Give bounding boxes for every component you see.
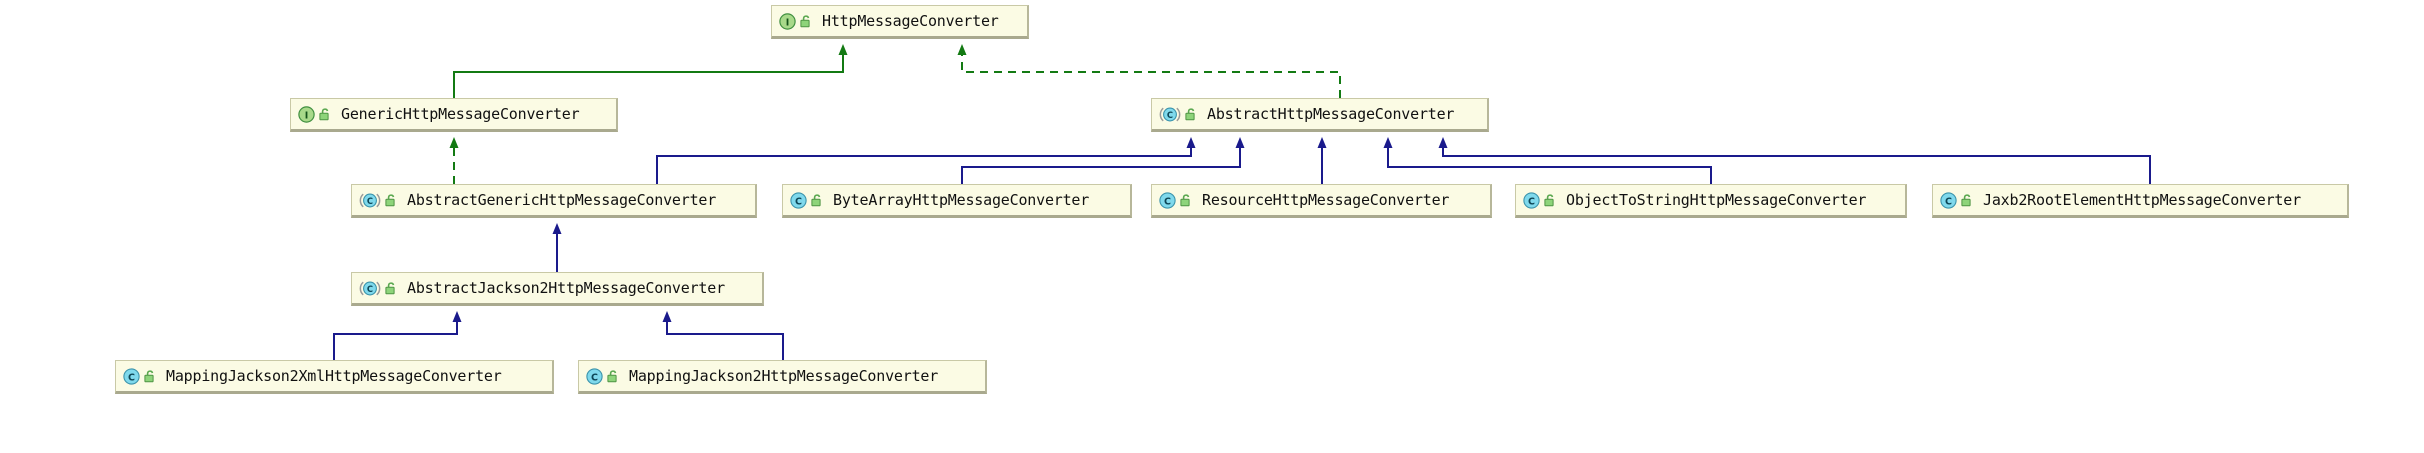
class-node-AbstractGenericHttpMessageConverter[interactable]: C AbstractGenericHttpMessageConverter	[351, 184, 757, 218]
node-icon-group: C	[1159, 106, 1207, 123]
edge-generic-implements-http	[453, 44, 848, 98]
node-icon-group: C	[359, 280, 407, 297]
svg-text:C: C	[367, 283, 373, 293]
unlocked-padlock-icon	[799, 14, 813, 29]
class-icon: C	[1940, 191, 1957, 209]
edge-line	[961, 148, 1241, 184]
edge-mapping-extends-jackson2	[662, 311, 784, 360]
node-icon-group: C	[1940, 191, 1983, 209]
edge-line	[666, 322, 784, 360]
unlocked-padlock-icon	[143, 369, 157, 384]
edge-abstractgeneric-extends-abstract	[656, 137, 1196, 184]
class-icon: C	[123, 367, 140, 385]
node-icon-group: C	[1523, 191, 1566, 209]
class-node-label: ResourceHttpMessageConverter	[1202, 190, 1450, 209]
unlocked-padlock-icon	[1960, 193, 1974, 208]
class-node-label: ObjectToStringHttpMessageConverter	[1566, 190, 1867, 209]
svg-text:C: C	[128, 372, 135, 383]
class-node-label: HttpMessageConverter	[822, 11, 999, 30]
class-icon: C	[1523, 191, 1540, 209]
edge-line	[961, 55, 1341, 98]
class-node-ResourceHttpMessageConverter[interactable]: C ResourceHttpMessageConverter	[1151, 184, 1492, 218]
edge-arrowhead	[1235, 137, 1245, 148]
class-icon: C	[1159, 191, 1176, 209]
svg-text:I: I	[786, 17, 790, 28]
unlocked-padlock-icon	[318, 107, 332, 122]
interface-icon: I	[298, 105, 315, 123]
interface-icon: I	[779, 12, 796, 30]
edge-jackson2-extends-abstractgeneric	[552, 223, 562, 272]
svg-text:C: C	[1945, 196, 1952, 207]
class-node-MappingJackson2HttpMessageConverter[interactable]: C MappingJackson2HttpMessageConverter	[578, 360, 987, 394]
svg-text:C: C	[591, 372, 598, 383]
class-node-label: MappingJackson2HttpMessageConverter	[629, 366, 939, 385]
unlocked-padlock-icon	[1543, 193, 1557, 208]
class-node-label: AbstractGenericHttpMessageConverter	[407, 190, 717, 209]
node-icon-group: C	[123, 367, 166, 385]
edge-arrowhead	[449, 137, 459, 148]
node-icon-group: C	[1159, 191, 1202, 209]
edge-line	[1387, 148, 1712, 184]
svg-text:I: I	[305, 110, 309, 121]
edge-arrowhead	[452, 311, 462, 322]
edge-arrowhead	[1186, 137, 1196, 148]
unlocked-padlock-icon	[810, 193, 824, 208]
edge-resource-extends-abstract	[1317, 137, 1327, 184]
class-node-Jaxb2RootElementHttpMessageConverter[interactable]: C Jaxb2RootElementHttpMessageConverter	[1932, 184, 2349, 218]
class-node-label: GenericHttpMessageConverter	[341, 104, 580, 123]
node-icon-group: C	[790, 191, 833, 209]
edge-arrowhead	[838, 44, 848, 55]
unlocked-padlock-icon	[384, 193, 398, 208]
class-icon: C	[586, 367, 603, 385]
abstract-class-icon: C	[359, 192, 381, 209]
edge-objecttostring-extends-abstract	[1383, 137, 1712, 184]
class-node-label: AbstractJackson2HttpMessageConverter	[407, 278, 725, 297]
abstract-class-icon: C	[1159, 106, 1181, 123]
class-node-HttpMessageConverter[interactable]: I HttpMessageConverter	[771, 5, 1029, 39]
node-icon-group: I	[779, 12, 822, 30]
unlocked-padlock-icon	[1179, 193, 1193, 208]
unlocked-padlock-icon	[1184, 107, 1198, 122]
node-icon-group: C	[359, 192, 407, 209]
edge-arrowhead	[1317, 137, 1327, 148]
svg-text:C: C	[1167, 109, 1173, 119]
unlocked-padlock-icon	[606, 369, 620, 384]
edge-line	[333, 322, 458, 360]
class-node-label: ByteArrayHttpMessageConverter	[833, 190, 1090, 209]
unlocked-padlock-icon	[384, 281, 398, 296]
edge-arrowhead	[662, 311, 672, 322]
edge-line	[453, 55, 844, 98]
edge-arrowhead	[1438, 137, 1448, 148]
svg-text:C: C	[1528, 196, 1535, 207]
edge-arrowhead	[1383, 137, 1393, 148]
class-node-AbstractHttpMessageConverter[interactable]: C AbstractHttpMessageConverter	[1151, 98, 1489, 132]
node-icon-group: C	[586, 367, 629, 385]
svg-text:C: C	[1164, 196, 1171, 207]
class-node-ByteArrayHttpMessageConverter[interactable]: C ByteArrayHttpMessageConverter	[782, 184, 1132, 218]
edge-line	[656, 148, 1192, 184]
edge-abstract-implements-http	[957, 44, 1341, 98]
svg-text:C: C	[795, 196, 802, 207]
class-node-label: AbstractHttpMessageConverter	[1207, 104, 1455, 123]
node-icon-group: I	[298, 105, 341, 123]
class-node-GenericHttpMessageConverter[interactable]: I GenericHttpMessageConverter	[290, 98, 618, 132]
class-node-AbstractJackson2HttpMessageConverter[interactable]: C AbstractJackson2HttpMessageConverter	[351, 272, 764, 306]
class-node-label: MappingJackson2XmlHttpMessageConverter	[166, 366, 502, 385]
edge-bytearray-extends-abstract	[961, 137, 1245, 184]
edge-line	[1442, 148, 2151, 184]
edge-jaxb2-extends-abstract	[1438, 137, 2151, 184]
abstract-class-icon: C	[359, 280, 381, 297]
edge-arrowhead	[957, 44, 967, 55]
class-node-ObjectToStringHttpMessageConverter[interactable]: C ObjectToStringHttpMessageConverter	[1515, 184, 1907, 218]
svg-text:C: C	[367, 195, 373, 205]
class-icon: C	[790, 191, 807, 209]
edge-arrowhead	[552, 223, 562, 234]
edge-mappingxml-extends-jackson2	[333, 311, 462, 360]
class-node-label: Jaxb2RootElementHttpMessageConverter	[1983, 190, 2301, 209]
edge-abstractgeneric-implements-generic	[449, 137, 459, 184]
class-node-MappingJackson2XmlHttpMessageConverter[interactable]: C MappingJackson2XmlHttpMessageConverter	[115, 360, 554, 394]
